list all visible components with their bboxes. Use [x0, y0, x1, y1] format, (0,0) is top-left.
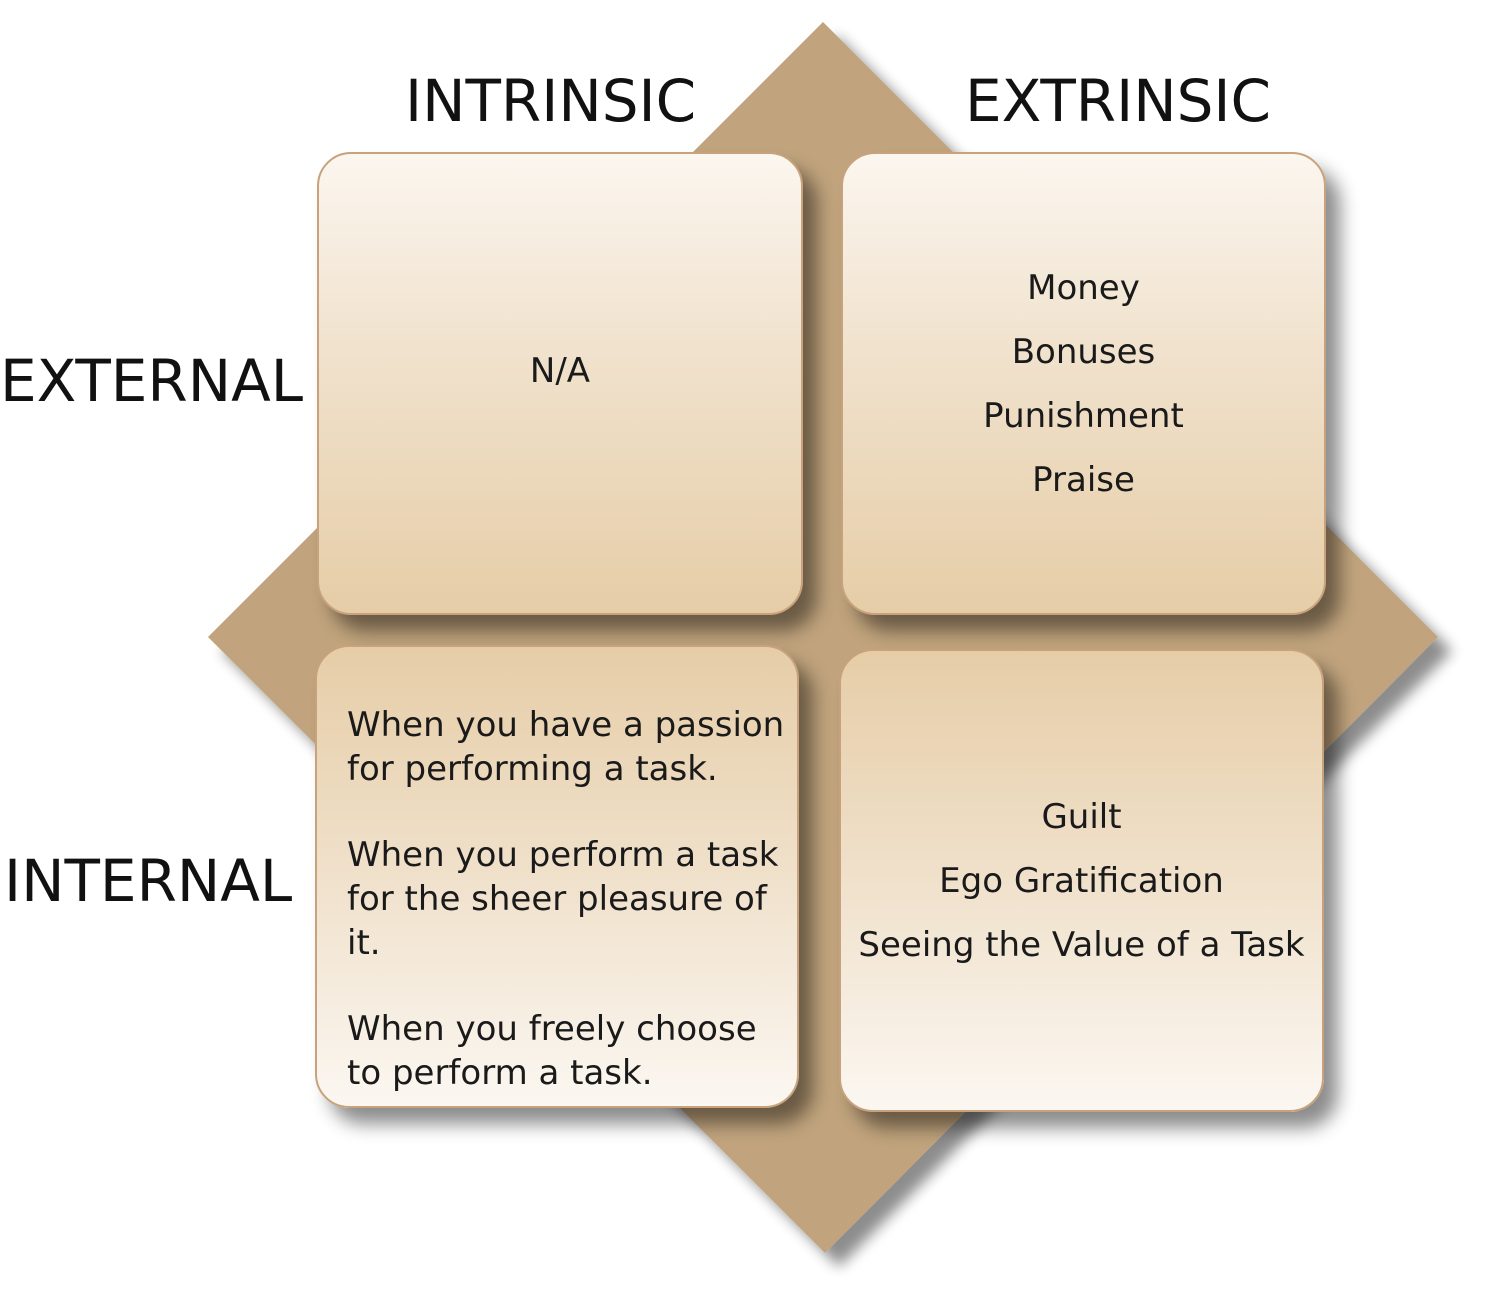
cell-external-intrinsic: N/A [317, 152, 803, 615]
row-header-external: EXTERNAL [0, 347, 304, 415]
column-header-extrinsic: EXTRINSIC [965, 67, 1272, 135]
cell-item-bonuses: Bonuses [1011, 331, 1156, 372]
cell-item-value-of-task: Seeing the Value of a Task [858, 924, 1305, 965]
cell-item-money: Money [1027, 267, 1140, 308]
cell-internal-extrinsic: Guilt Ego Gratification Seeing the Value… [839, 649, 1324, 1112]
cell-item-guilt: Guilt [1041, 796, 1122, 837]
cell-paragraph-choose: When you freely choose to perform a task… [347, 1009, 757, 1093]
cell-item-punishment: Punishment [983, 395, 1184, 436]
cell-internal-intrinsic: When you have a passion for performing a… [315, 645, 799, 1108]
cell-item-praise: Praise [1032, 459, 1135, 500]
row-header-internal: INTERNAL [4, 847, 293, 915]
cell-paragraph-pleasure: When you perform a task for the sheer pl… [347, 835, 779, 963]
cell-external-extrinsic: Money Bonuses Punishment Praise [841, 152, 1326, 615]
cell-item: N/A [529, 350, 591, 391]
cell-item-ego-gratification: Ego Gratification [939, 860, 1224, 901]
column-header-intrinsic: INTRINSIC [405, 67, 697, 135]
cell-paragraph-passion: When you have a passion for performing a… [347, 705, 785, 789]
